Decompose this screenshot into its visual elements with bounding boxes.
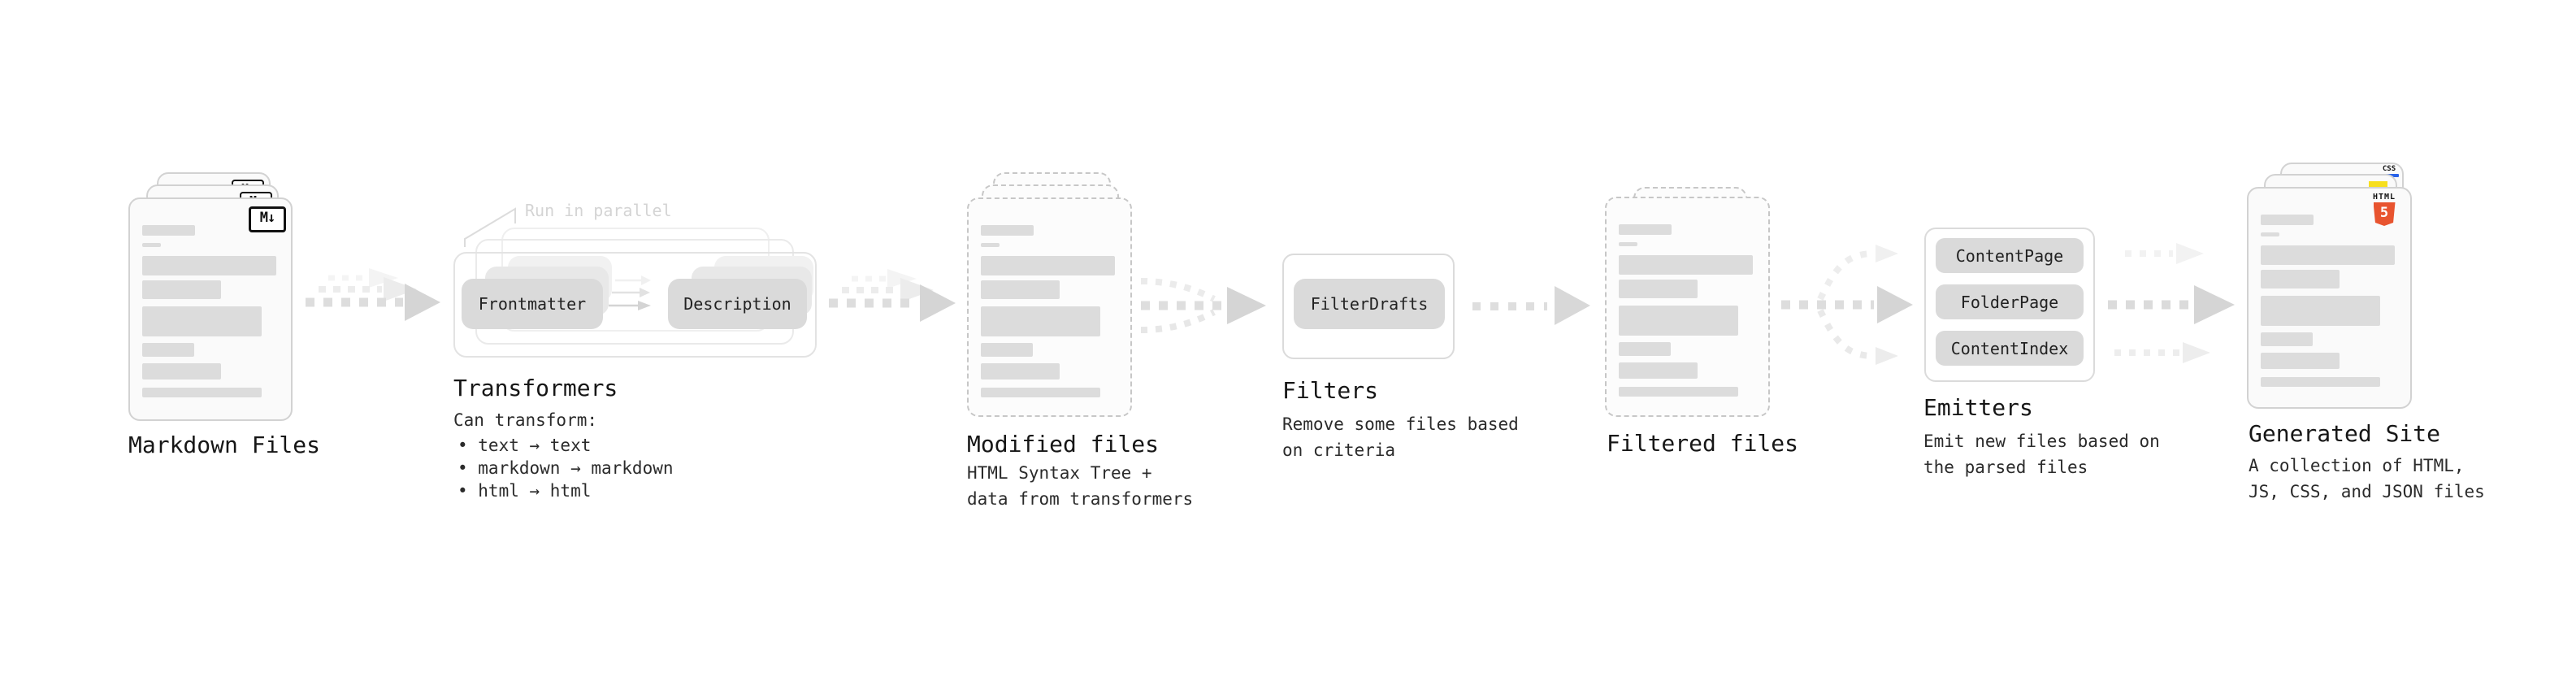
emitters-desc: Emit new files based on the parsed files	[1923, 432, 2160, 477]
stage-label-filtered-files: Filtered files	[1607, 430, 1799, 457]
filterdrafts-pill: FilterDrafts	[1294, 279, 1445, 329]
arrow-markdown-to-transformers	[306, 268, 440, 321]
generated-site-stack: CSS HTML 5	[2243, 161, 2418, 421]
modified-files-desc: HTML Syntax Tree + data from transformer…	[967, 463, 1194, 509]
html5-shield: 5	[2373, 202, 2396, 226]
file-content-placeholder	[1619, 198, 1756, 415]
arrow-filtered-to-emitters	[1781, 245, 1913, 365]
stage-label-transformers: Transformers	[453, 375, 618, 401]
filters-desc: Remove some files based on criteria	[1282, 414, 1519, 460]
arrow-filters-to-filtered	[1472, 286, 1590, 325]
bullet-item: • text → text	[458, 436, 592, 455]
markdown-file-card-front: M↓	[128, 197, 293, 421]
transformer-box-front	[453, 252, 817, 358]
filtered-file-card-front	[1605, 197, 1770, 417]
markdown-files-stack: M↓ M↓ M↓	[114, 159, 309, 427]
run-in-parallel-note: Run in parallel	[525, 201, 672, 220]
arrow-emitters-to-site	[2108, 243, 2235, 363]
css-badge-label: CSS	[2382, 165, 2396, 173]
markdown-icon: M↓	[249, 206, 286, 232]
description-pill: Description	[668, 279, 807, 329]
stage-label-filters: Filters	[1282, 377, 1379, 404]
html-badge-label: HTML	[2372, 193, 2396, 202]
emitter-pill-contentpage: ContentPage	[1936, 238, 2084, 273]
modified-files-stack	[963, 171, 1138, 431]
html5-icon: HTML 5	[2368, 193, 2400, 226]
generated-site-desc: A collection of HTML, JS, CSS, and JSON …	[2249, 456, 2485, 501]
file-content-placeholder	[2261, 189, 2398, 407]
bullet-item: • html → html	[458, 481, 592, 501]
stage-label-generated-site: Generated Site	[2249, 420, 2441, 447]
arrow-transformers-to-modified	[829, 269, 956, 322]
arrow-modified-to-filters	[1140, 278, 1266, 333]
transformers-bullets: • text → text • markdown → markdown • ht…	[458, 434, 674, 502]
stage-label-markdown-files: Markdown Files	[128, 432, 321, 458]
bullet-item: • markdown → markdown	[458, 458, 674, 478]
site-file-card-html: HTML 5	[2247, 187, 2412, 409]
stage-label-modified-files: Modified files	[967, 431, 1160, 458]
emitter-pill-folderpage: FolderPage	[1936, 284, 2084, 319]
filtered-files-stack	[1601, 185, 1776, 429]
frontmatter-pill: Frontmatter	[462, 279, 603, 329]
modified-file-card-front	[967, 197, 1132, 417]
stage-label-emitters: Emitters	[1923, 394, 2033, 421]
file-content-placeholder	[142, 199, 279, 419]
transformers-desc-title: Can transform:	[453, 410, 598, 430]
file-content-placeholder	[981, 199, 1118, 415]
emitter-pill-contentindex: ContentIndex	[1936, 331, 2084, 366]
